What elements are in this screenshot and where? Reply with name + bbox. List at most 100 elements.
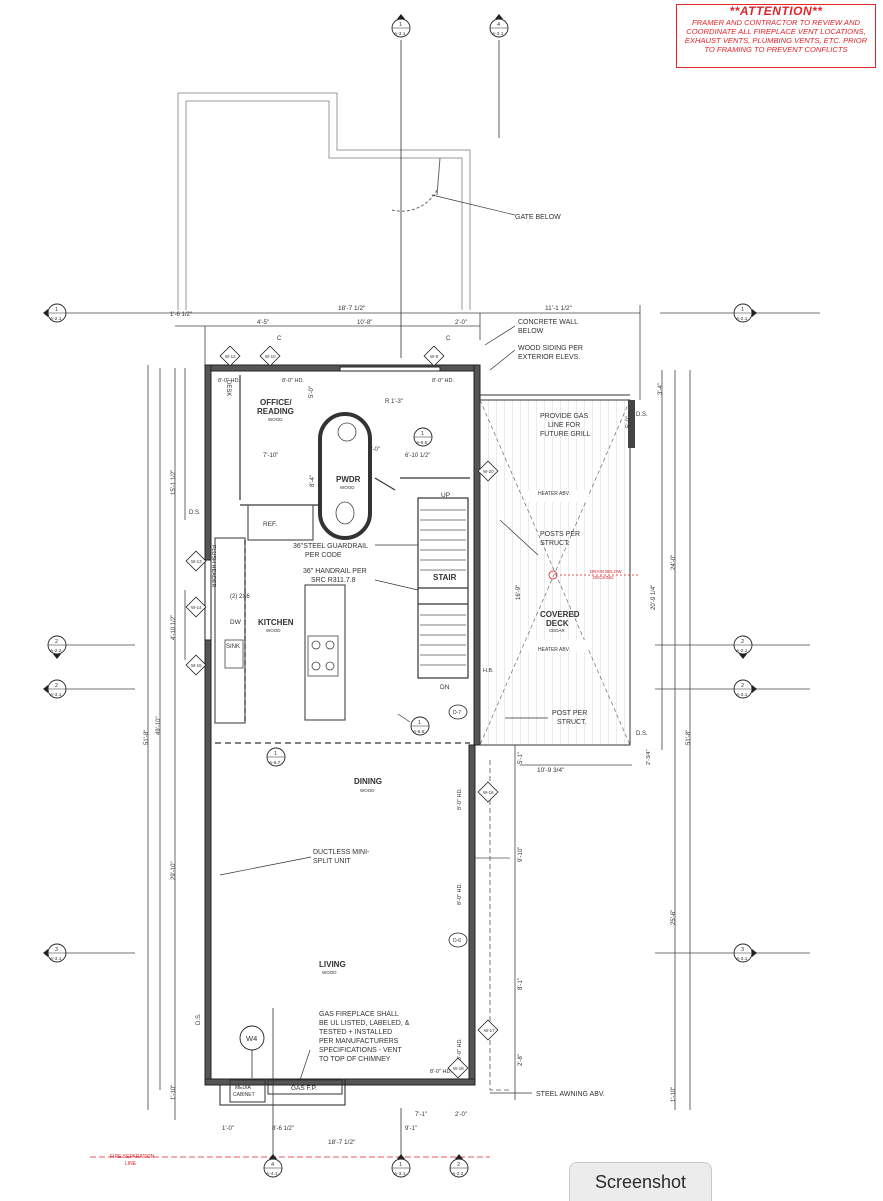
dim-bottom-a: 1'-0" [222, 1126, 234, 1132]
room-pwdr-floor: WOOD [340, 485, 355, 490]
dim-stair-run: 16'-9" [516, 585, 522, 600]
dim-interior-a: 7'-10" [263, 453, 278, 459]
section-marker[interactable]: 1 A-3.1 [391, 14, 411, 358]
svg-text:2: 2 [741, 683, 744, 689]
dim-bottom-d: 7'-1" [415, 1112, 427, 1118]
gate-below-note: GATE BELOW [515, 214, 561, 221]
svg-text:A-3.1: A-3.1 [394, 31, 406, 37]
window-tag[interactable]: W-13 [185, 550, 207, 572]
section-marker[interactable]: 1 A-3.1 [391, 1108, 411, 1178]
window-tag[interactable]: W-10 [259, 345, 281, 367]
dim-interior-d: 8'-4" [310, 475, 316, 487]
dim-left-d: 4'-10 1/2" [171, 615, 177, 640]
drain-note-1: DRAIN BELOW [590, 569, 622, 574]
attention-body: FRAMER AND CONTRACTOR TO REVIEW AND COOR… [684, 18, 868, 54]
hose-bib-label: H.B. [483, 668, 494, 674]
svg-text:A-3.1: A-3.1 [736, 692, 748, 698]
door-tag[interactable]: D-7 [448, 704, 468, 720]
svg-text:2: 2 [55, 639, 58, 645]
media-label-1: MEDIA [235, 1085, 252, 1091]
heater-note-2: HEATER ABV. [538, 647, 570, 653]
posts-note-2: STRUCT. [540, 540, 570, 547]
dim-top-overall: 18'-7 1/2" [338, 305, 366, 312]
dim-r-e: 5'-0" [626, 416, 632, 428]
section-marker[interactable]: 2 A-3.1 [733, 679, 757, 699]
svg-text:2: 2 [741, 639, 744, 645]
dim-right-a: 3'-4" [658, 383, 664, 395]
section-marker[interactable]: 3 A-3.1 [733, 943, 757, 963]
gas-line-note-2: LINE FOR [548, 422, 580, 429]
dim-top-a: 4'-5" [257, 320, 269, 326]
dim-interior-e: 5'-0" [309, 386, 315, 398]
svg-text:A-2.1: A-2.1 [736, 316, 748, 322]
section-marker[interactable]: 4 A-3.1 [489, 14, 509, 138]
door-tag[interactable]: D-6 [448, 932, 468, 948]
wood-siding-note-1: WOOD SIDING PER [518, 345, 583, 352]
dim-top-c: 2'-0" [455, 320, 467, 326]
detail-marker[interactable]: 1 A-6.6 [410, 716, 430, 736]
svg-text:3: 3 [741, 947, 744, 953]
post-note-2: STRUCT. [557, 719, 587, 726]
window-tag[interactable]: W-12 [219, 345, 241, 367]
ref-label: REF. [263, 521, 277, 528]
fire-separation-label-2: LINE [125, 1161, 137, 1167]
window-tag[interactable]: W-18 [447, 1057, 469, 1079]
column-tag: C [277, 336, 282, 342]
site-outline [177, 92, 471, 310]
room-kitchen: KITCHEN [258, 618, 294, 627]
room-dining: DINING [354, 777, 382, 786]
head-height-6: 8'-0" HD. [457, 883, 463, 905]
window-tag-large[interactable]: W4 [239, 1025, 265, 1078]
svg-text:1: 1 [421, 431, 424, 437]
section-marker[interactable]: 2 A-2.2 [449, 1154, 469, 1178]
window-tag[interactable]: W-15 [185, 654, 207, 676]
section-marker[interactable]: 4 A-4.1 [263, 1008, 283, 1178]
window-tag[interactable]: W-9 [423, 345, 445, 367]
svg-text:2: 2 [457, 1162, 460, 1168]
dim-right-b: 20'-9 1/4" [651, 585, 657, 610]
svg-text:W-18: W-18 [453, 1066, 464, 1071]
detail-marker[interactable]: 1 A-6.5 [413, 427, 433, 447]
window-tag[interactable]: W-16 [477, 781, 499, 803]
svg-text:D-6: D-6 [453, 938, 461, 944]
dim-left-f: 1'-10" [171, 1085, 177, 1100]
dim-bottom-c: 9'-1" [405, 1126, 417, 1132]
svg-text:4: 4 [271, 1162, 274, 1168]
attention-note: **ATTENTION** FRAMER AND CONTRACTOR TO R… [676, 4, 876, 68]
dim-deck-side: 2'-3/4" [646, 749, 652, 765]
dim-interior-c: 6'-10 1/2" [405, 453, 430, 459]
svg-text:A-3.1: A-3.1 [492, 31, 504, 37]
window-tag[interactable]: W-17 [477, 1019, 499, 1041]
flush-header-label: FLUSH HEADER [210, 545, 216, 588]
svg-text:1: 1 [418, 720, 421, 726]
window-tag[interactable]: W-14 [185, 596, 207, 618]
sink-label: SINK [226, 644, 240, 650]
two-x6-label: (2) 2X6 [230, 594, 250, 600]
svg-text:4: 4 [497, 22, 500, 28]
dim-top-right: 11'-1 1/2" [545, 305, 573, 312]
room-office-floor: WOOD [268, 417, 283, 422]
post-note-1: POST PER [552, 710, 587, 717]
room-stair: STAIR [433, 573, 457, 582]
ds-label-1: D.S. [189, 510, 201, 516]
leader-lines [219, 194, 548, 1094]
svg-text:A-6.5: A-6.5 [416, 440, 428, 446]
handrail-note-1: 36" HANDRAIL PER [303, 568, 367, 575]
dim-deck-width: 10'-9 3/4" [537, 767, 565, 774]
posts-note-1: POSTS PER [540, 531, 580, 538]
section-marker[interactable]: 1 A-2.1 [733, 303, 757, 323]
section-marker[interactable]: 2 A-2.2 [47, 635, 67, 659]
screenshot-button[interactable]: Screenshot [569, 1162, 712, 1201]
section-marker[interactable]: 1 A-2.1 [43, 303, 67, 323]
room-pwdr: PWDR [336, 475, 361, 484]
dim-r-b: 9'-10" [518, 847, 524, 862]
window-tag[interactable]: W-20 [477, 460, 499, 482]
room-office-2: READING [257, 407, 294, 416]
section-marker[interactable]: 3 A-3.1 [43, 943, 67, 963]
minisplit-note-1: DUCTLESS MINI- [313, 849, 370, 856]
section-marker[interactable]: 2 A-3.1 [43, 679, 67, 699]
svg-text:W-13: W-13 [191, 559, 202, 564]
head-height-3: 8'-0" HD. [432, 378, 454, 384]
section-marker[interactable]: 2 A-2.1 [733, 635, 753, 659]
detail-marker[interactable]: 1 A-6.7 [266, 747, 286, 767]
